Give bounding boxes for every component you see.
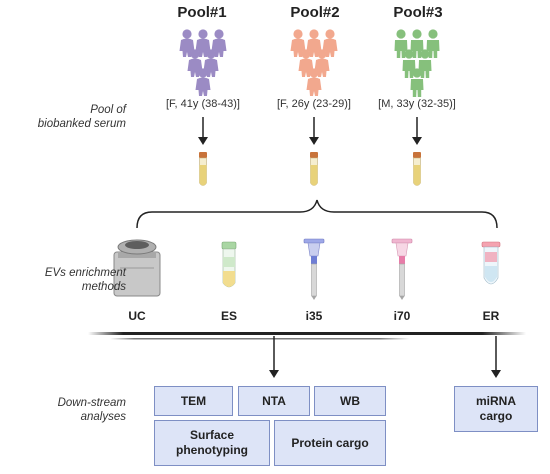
pool2-title: Pool#2 [290,4,340,21]
method-uc: UC [128,309,146,323]
nta-box: NTA [238,386,310,416]
evs-line2: methods [81,281,126,293]
brace-connector [136,199,498,229]
pool2-info: [F, 26y (23-29)] [277,98,351,110]
pool3-title: Pool#3 [393,4,443,21]
serum-tube-icons [199,152,421,186]
surface-line2: phenotyping [176,443,248,457]
method-es: ES [220,309,237,323]
pool3-info: [M, 33y (32-35)] [378,98,456,110]
exosome-solution-tube-icon [221,241,237,288]
biobanked-line: biobanked serum [37,118,126,130]
pool-of-serum-label: Pool of biobanked serum [6,103,126,131]
evs-methods-label: EVs enrichment methods [6,266,126,294]
pool2-people-icon [290,29,338,96]
ultracentrifuge-icon [113,239,161,297]
exoquick-reagent-tube-icon [481,241,501,285]
i35-column-icon [303,238,325,300]
pool-of-line: Pool of [90,104,126,116]
tem-box: TEM [154,386,233,416]
down-line1: Down-stream [57,397,126,409]
mirna-line2: cargo [479,409,513,423]
pool1-title: Pool#1 [177,4,227,21]
surface-line1: Surface [189,428,235,442]
wb-box: WB [314,386,386,416]
method-i35: i35 [305,309,323,323]
surface-phenotyping-box: Surface phenotyping [154,420,270,466]
i70-column-icon [391,238,413,300]
pool1-info: [F, 41y (38-43)] [166,98,240,110]
down-line2: analyses [80,411,126,423]
method-i70: i70 [393,309,411,323]
pool3-people-icon [394,29,440,97]
protein-cargo-box: Protein cargo [274,420,386,466]
mirna-line1: miRNA [475,394,516,408]
methods-bar-thin [110,338,410,340]
downstream-label: Down-stream analyses [6,396,126,424]
methods-bar [88,332,526,335]
mirna-cargo-box: miRNA cargo [454,386,538,432]
pool1-people-icon [179,29,227,96]
evs-line1: EVs enrichment [44,267,126,279]
method-er: ER [482,309,500,323]
